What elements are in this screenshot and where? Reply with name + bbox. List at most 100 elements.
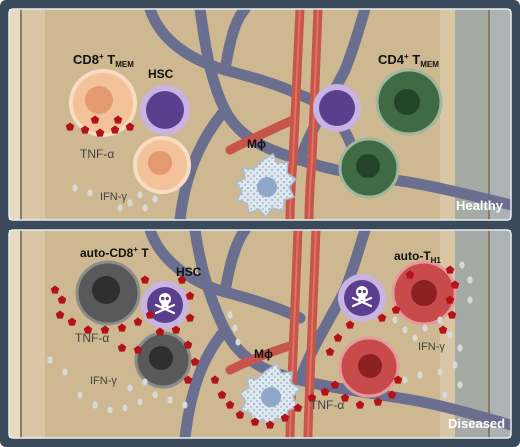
macrophage-label-healthy: Mϕ (247, 137, 266, 151)
tnf-alpha-marker (450, 280, 460, 289)
ifn-gamma-marker (452, 361, 458, 369)
ifn-gamma-markers-diseased (47, 261, 473, 414)
tnf-alpha-marker (225, 400, 235, 409)
ifn-gamma-marker (442, 391, 448, 399)
tnf-alpha-marker (405, 270, 415, 279)
ifn-gamma-marker (402, 326, 408, 334)
tnf-alpha-marker (133, 345, 143, 354)
tnf-alpha-marker (445, 265, 455, 274)
tnf-alpha-marker (183, 340, 193, 349)
macrophage-cell-diseased (238, 362, 302, 429)
tnf-alpha-marker (50, 285, 60, 294)
tnf-alpha-marker (340, 393, 350, 402)
tnf-alpha-marker (140, 275, 150, 284)
auto-th1-cell-bottom (338, 336, 400, 398)
tnf-alpha-marker (320, 387, 330, 396)
tnf-alpha-marker (250, 417, 260, 426)
tnf-alpha-marker (113, 115, 123, 124)
tnf-alpha-marker (387, 390, 397, 399)
ifn-gamma-marker (142, 378, 148, 386)
hsc-label-diseased: HSC (176, 265, 202, 279)
cd4-tmem-label: CD4+ TMEM (378, 52, 439, 69)
hsc-cell-left (140, 85, 190, 135)
ifn-gamma-marker (459, 261, 465, 269)
ifn-gamma-marker (127, 199, 133, 207)
tnf-alpha-label-diseased-bottom: TNF-α (310, 398, 344, 412)
ifn-gamma-marker (122, 404, 128, 412)
macrophage-label-diseased: Mϕ (254, 347, 273, 361)
tnf-alpha-marker (171, 325, 181, 334)
ifn-gamma-marker (447, 331, 453, 339)
tnf-alpha-marker (355, 400, 365, 409)
tnf-alpha-marker (391, 305, 401, 314)
macrophage-cell-healthy (234, 152, 298, 219)
auto-cd8-cell-bottom (134, 331, 192, 389)
ifn-gamma-marker (167, 396, 173, 404)
ifn-gamma-marker (227, 311, 233, 319)
tnf-alpha-marker (393, 375, 403, 384)
tnf-alpha-marker (80, 125, 90, 134)
tnf-alpha-marker (307, 393, 317, 402)
cd4-tmem-cell-bottom (338, 137, 400, 199)
ifn-gamma-marker (412, 334, 418, 342)
ifn-gamma-marker (232, 324, 238, 332)
tnf-alpha-marker (280, 413, 290, 422)
ifn-gamma-marker (77, 391, 83, 399)
tnf-alpha-marker (57, 295, 67, 304)
auto-th1-label: auto-TH1 (394, 249, 441, 265)
tnf-alpha-marker (235, 410, 245, 419)
ifn-gamma-marker (117, 204, 123, 212)
ifn-gamma-marker (62, 368, 68, 376)
tnf-alpha-marker (110, 125, 120, 134)
tnf-alpha-marker (67, 317, 77, 326)
tnf-alpha-marker (438, 325, 448, 334)
vein-network-diseased (144, 230, 511, 438)
tnf-alpha-marker (373, 397, 383, 406)
ifn-gamma-marker (182, 401, 188, 409)
tnf-alpha-marker (55, 310, 65, 319)
ifn-gamma-marker (127, 384, 133, 392)
cd8-tmem-cell-top (69, 69, 137, 137)
ifn-gamma-marker (137, 191, 143, 199)
ifn-gamma-marker (72, 184, 78, 192)
tnf-alpha-marker (345, 320, 355, 329)
tnf-alpha-marker (90, 115, 100, 124)
ifn-gamma-marker (107, 406, 113, 414)
tnf-alpha-marker (125, 122, 135, 131)
tnf-alpha-markers-healthy (65, 115, 135, 137)
ifn-gamma-marker (47, 356, 53, 364)
tnf-alpha-marker (145, 310, 155, 319)
tnf-alpha-marker (177, 275, 187, 284)
tnf-alpha-marker (117, 323, 127, 332)
diseased-panel-border (8, 229, 512, 439)
tnf-alpha-marker (190, 357, 200, 366)
auto-cd8-cell-top (75, 260, 141, 326)
ifn-gamma-marker (235, 338, 241, 346)
tnf-alpha-marker (330, 380, 340, 389)
ifn-gamma-marker (457, 344, 463, 352)
ifn-gamma-marker (137, 398, 143, 406)
auto-cd8-label: auto-CD8+ T (80, 245, 149, 260)
tnf-alpha-marker (377, 313, 387, 322)
ifn-gamma-marker (467, 276, 473, 284)
tnf-alpha-marker (293, 403, 303, 412)
healthy-panel-border (8, 8, 512, 221)
ifn-gamma-marker (417, 371, 423, 379)
hsc-cell-right (313, 84, 361, 132)
cd8-tmem-cell-bottom (133, 136, 191, 194)
ifn-gamma-marker (87, 189, 93, 197)
diseased-panel-label: Diseased (448, 416, 505, 431)
tnf-alpha-label-healthy: TNF-α (80, 147, 114, 161)
tnf-alpha-marker (265, 420, 275, 429)
ifn-gamma-label-diseased-left: IFN-γ (90, 375, 117, 387)
diseased-panel: auto-CD8+ T HSC auto-TH1 Mϕ TNF-α IFN-γ … (9, 230, 511, 438)
tnf-alpha-marker (83, 325, 93, 334)
tnf-alpha-marker (185, 291, 195, 300)
ifn-gamma-marker (152, 195, 158, 203)
ifn-gamma-marker (92, 401, 98, 409)
tnf-alpha-marker (185, 313, 195, 322)
tnf-alpha-marker (95, 128, 105, 137)
ifn-gamma-marker (402, 376, 408, 384)
hsc-label-healthy: HSC (148, 67, 174, 81)
